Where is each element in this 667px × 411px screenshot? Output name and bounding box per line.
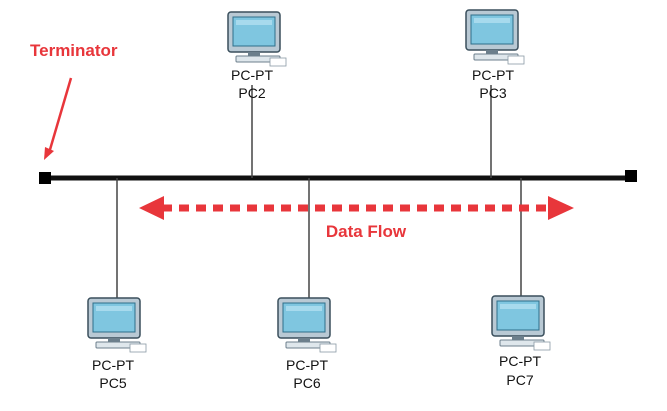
terminator-pointer-arrow bbox=[47, 77, 73, 154]
pc-model-label: PC-PT bbox=[472, 67, 514, 83]
pc-name-label: PC5 bbox=[99, 375, 126, 391]
pc6-node[interactable]: PC-PT PC6 bbox=[277, 297, 337, 391]
pc3-node[interactable]: PC-PT PC3 bbox=[465, 9, 525, 101]
pc-name-label: PC6 bbox=[293, 375, 320, 391]
pc-icon bbox=[227, 11, 287, 67]
data-flow-right-arrowhead-icon bbox=[548, 196, 574, 220]
pc7-node[interactable]: PC-PT PC7 bbox=[491, 295, 551, 388]
pc-model-label: PC-PT bbox=[286, 357, 328, 373]
pc2-node[interactable]: PC-PT PC2 bbox=[227, 11, 287, 101]
pc-name-label: PC2 bbox=[238, 85, 265, 101]
pc-icon bbox=[491, 295, 551, 351]
right-terminator bbox=[625, 170, 637, 182]
pc-model-label: PC-PT bbox=[499, 353, 541, 369]
pc-model-label: PC-PT bbox=[92, 357, 134, 373]
left-terminator bbox=[39, 172, 51, 184]
pc-icon bbox=[277, 297, 337, 353]
data-flow-label: Data Flow bbox=[326, 222, 407, 241]
pc-icon bbox=[465, 9, 525, 65]
pc-name-label: PC3 bbox=[479, 85, 506, 101]
data-flow-left-arrowhead-icon bbox=[139, 196, 164, 220]
terminator-arrowhead-icon bbox=[44, 147, 54, 160]
pc5-node[interactable]: PC-PT PC5 bbox=[87, 297, 147, 391]
pc-model-label: PC-PT bbox=[231, 67, 273, 83]
pc-name-label: PC7 bbox=[506, 372, 533, 388]
terminator-label: Terminator bbox=[30, 41, 118, 60]
pc-icon bbox=[87, 297, 147, 353]
